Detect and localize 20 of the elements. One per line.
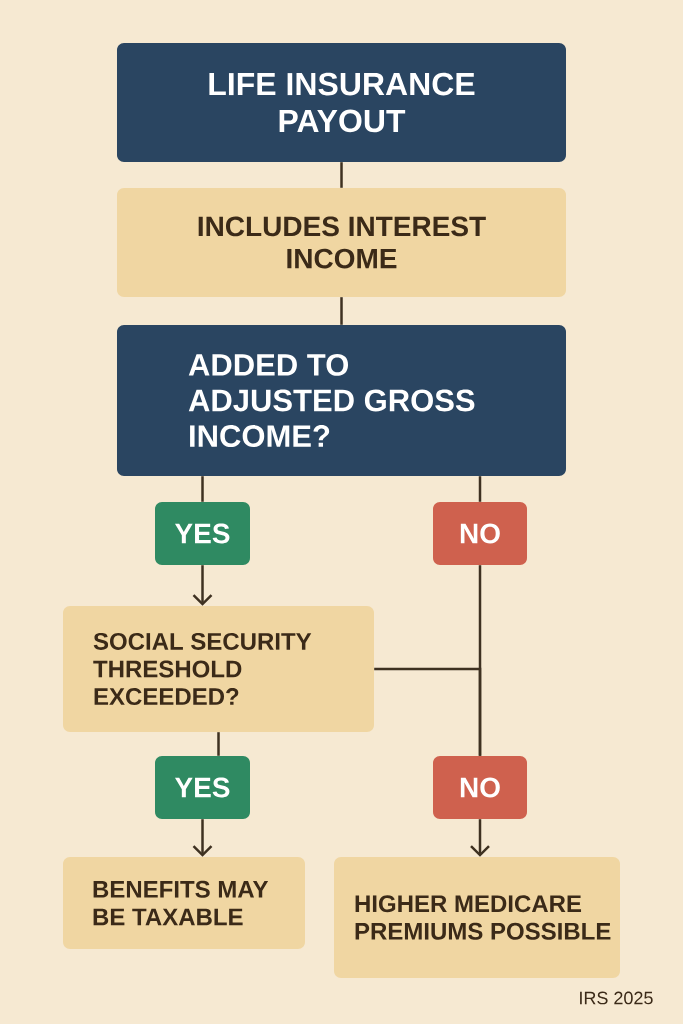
process-box: LIFE INSURANCE PAYOUT bbox=[117, 43, 566, 162]
decision-box: ADDED TO ADJUSTED GROSS INCOME? bbox=[117, 325, 566, 476]
connector-line bbox=[217, 732, 220, 756]
connector-line bbox=[340, 297, 343, 325]
result-box: BENEFITS MAY BE TAXABLE bbox=[63, 857, 305, 949]
connector-line bbox=[340, 162, 343, 188]
connector-line bbox=[374, 667, 482, 756]
yes-box: YES bbox=[155, 502, 250, 565]
arrow bbox=[192, 565, 213, 606]
decision-box: SOCIAL SECURITY THRESHOLD EXCEEDED? bbox=[63, 606, 374, 732]
connector-line bbox=[478, 476, 482, 502]
source-note: IRS 2025 bbox=[580, 991, 653, 1005]
arrow bbox=[470, 819, 490, 857]
yes-box: YES bbox=[155, 756, 250, 819]
no-box: NO bbox=[433, 756, 527, 819]
connector-line bbox=[201, 476, 204, 502]
arrow bbox=[192, 819, 213, 857]
no-box: NO bbox=[433, 502, 527, 565]
process-box: INCLUDES INTEREST INCOME bbox=[117, 188, 566, 297]
result-box: HIGHER MEDICARE PREMIUMS POSSIBLE bbox=[334, 857, 620, 978]
